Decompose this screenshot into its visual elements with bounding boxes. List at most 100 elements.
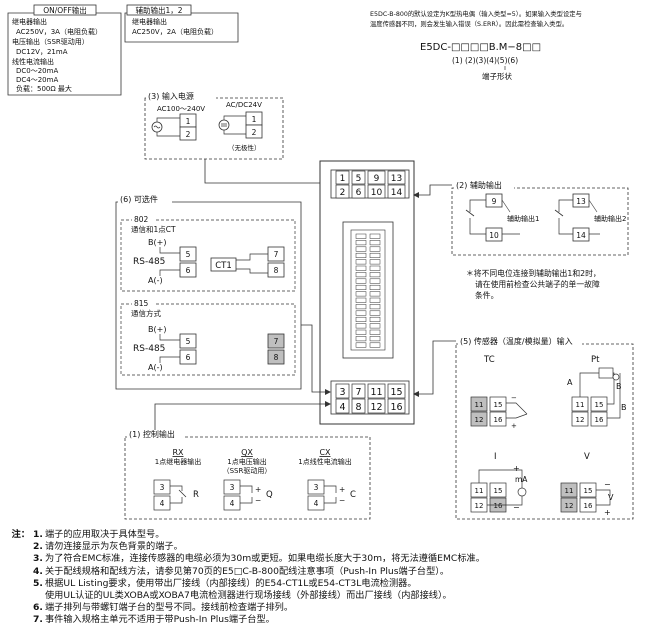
control-c-label: C [350,490,356,500]
connector-pin [355,233,367,239]
aux-out1-label: 辅助输出1 [507,214,539,223]
note-text: 端子的应用取决于具体型号。 [45,529,165,540]
aux-terminal: 10 [489,231,499,240]
onoff-title: ON/OFF输出 [43,5,87,15]
terminal-number: 12 [370,402,382,413]
note-number: 4. [33,565,43,577]
note-text: 端子排列与带螺钉端子台的型号不同。接线前检查端子排列。 [45,602,294,614]
connector-pin [355,329,367,335]
sensor-terminal: 15 [494,401,503,409]
control-terminal: 4 [160,499,165,508]
terminal-number: 6 [356,188,362,198]
onoff-line: DC0～20mA [16,67,58,75]
aux-warning: ＊将不同电位连接到辅助输出1和2时， 请在使用前检查公共端子的单一故障 条件。 [466,268,601,300]
notes-lead: 注： [11,529,30,540]
opt802-terminal: 6 [186,266,191,275]
power-title: (3) 输入电源 [148,91,194,101]
sensor-minus: − [511,394,517,402]
model-shape-label: 端子形状 [482,71,512,81]
opt815-rs485: RS-485 [133,344,165,354]
sensor-input-section: (5) 传感器（温度/模拟量）输入 TC 11 12 15 16 − + Pt … [455,336,634,520]
relay-contact-icon [465,209,475,217]
connector-pin [369,342,381,348]
sensor-pt-label: Pt [591,355,600,365]
control-title: (1) 控制输出 [129,429,175,439]
control-qx-desc: （SSR驱动用） [223,466,272,475]
relay-contact-icon [554,209,564,217]
connector-pin [369,246,381,252]
sensor-tc-label: TC [483,355,495,365]
sensor-terminal: 12 [475,416,484,424]
opt815-code: 815 [134,299,149,308]
terminals-bottom: 3 7 11 15 4 8 12 16 [335,383,406,414]
connector-pin [369,297,381,303]
control-minus: − [339,496,345,505]
relay-contact-icon [178,489,187,498]
opt815-terminal: 5 [186,337,191,346]
connector-pin [355,336,367,342]
model-indices: (1) (2)(3)(4)(5)(6) [452,56,518,65]
opt802-terminal: 7 [274,250,279,259]
terminal-number: 15 [390,387,402,398]
connector-pin [369,304,381,310]
resistor-icon [598,367,614,379]
dc-source-icon [218,119,230,131]
connector-pin [355,310,367,316]
note-number: 5. [33,577,43,589]
control-output-section: (1) 控制输出 RX 1点继电器输出 QX 1点电压输出 （SSR驱动用） C… [124,429,371,520]
sensor-terminal: 16 [595,416,604,424]
aux-terminal: 13 [576,197,586,206]
connector-pin [369,272,381,278]
model-note: 温度传感器不同，则会发生输入错误（S.ERR）。因此需检查输入类型。 [370,19,568,28]
sensor-terminal: 16 [494,416,503,424]
aux-terminal: 9 [492,197,497,206]
model-note: E5DC-B-800的默认设定为K型热电偶（输入类型=5）。如果输入类型设定与 [370,9,582,18]
onoff-spec-box: ON/OFF输出 继电器输出 AC250V，3A（电阻负载） 电压输出（SSR驱… [7,4,122,96]
connector-pin [355,291,367,297]
sensor-vsym: V [608,493,614,502]
control-minus: − [255,496,261,505]
control-terminal: 3 [230,483,235,492]
sensor-minus: − [513,503,520,512]
options-section: (6) 可选件 802 通信和1点CT B(+) RS-485 A(-) 5 6… [115,194,302,390]
sensor-terminal: 12 [475,502,484,510]
terminal-number: 5 [356,174,362,184]
sensor-terminal: 12 [565,502,574,510]
connector-pin [369,278,381,284]
terminal-number: 8 [355,402,361,413]
power-no-polarity: （无极性） [228,143,261,152]
opt802-desc: 通信和1点CT [131,224,176,234]
opt815-desc: 通信方式 [131,308,161,318]
connector-pin [355,297,367,303]
opt802-rs485: RS-485 [133,257,165,267]
connector-pin [355,278,367,284]
warning-line: 条件。 [475,290,498,300]
opt815-bplus: B(+) [148,325,166,334]
opt815-terminal: 6 [186,353,191,362]
connector-pin [369,329,381,335]
opt802-ct: CT1 [215,261,232,271]
note-text: 根据UL Listing要求，使用带出厂接线（内部接线）的E54-CT1L或E5… [45,577,417,589]
aux-title: (2) 辅助输出 [456,180,502,190]
control-terminal: 3 [314,483,319,492]
terminal-number: 10 [371,188,383,198]
aux-out2-label: 辅助输出2 [594,214,626,223]
onoff-line: AC250V，3A（电阻负载） [16,27,102,36]
terminal-block [319,160,415,425]
terminal-number: 16 [390,402,402,413]
aux-spec-line: 继电器输出 [132,17,167,26]
notes: 注：1.端子的应用取决于具体型号。 2.请勿连接显示为灰色背景的端子。 3.为了… [4,529,649,627]
sensor-b: B [616,382,622,391]
sensor-terminal: 16 [494,502,503,510]
note-number [33,590,45,602]
control-terminal: 4 [314,499,319,508]
sensor-terminal: 15 [584,487,593,495]
connector-pin [369,291,381,297]
warning-line: ＊将不同电位连接到辅助输出1和2时， [466,268,601,278]
terminal-number: 14 [391,188,403,198]
connector-pin [369,240,381,246]
opt802-bplus: B(+) [148,238,166,247]
note-number: 1. [33,529,43,540]
note-text: 关于配线规格和配线方法，请参见第70页的E5□C-B-800配线注意事项（Pus… [45,565,450,577]
note-number: 3. [33,553,43,565]
